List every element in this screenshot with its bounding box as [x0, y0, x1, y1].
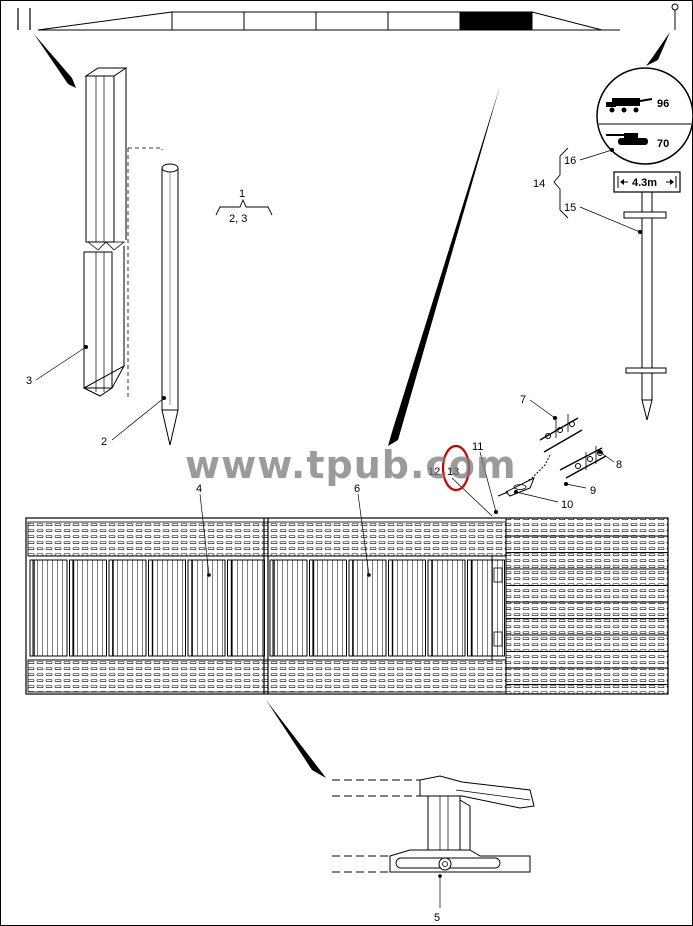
callout-9: 9: [590, 485, 596, 497]
deck-panel: [427, 559, 466, 657]
assembly-bracket-1: [215, 198, 273, 216]
deck-panel: [29, 559, 68, 657]
post-part-3: [82, 67, 128, 397]
callout-12: 12: [428, 466, 440, 478]
callout-2: 2: [101, 436, 107, 448]
sign-marker-icon: [671, 3, 679, 11]
deck-panel: [467, 559, 505, 657]
watermark: www.tpub.com: [185, 443, 517, 487]
deck-panel: [348, 559, 387, 657]
deck-panel: [227, 559, 265, 657]
hardware-cluster: [494, 414, 607, 514]
callout-1: 1: [239, 188, 245, 200]
overview-strip: [17, 3, 679, 31]
sign-width-label: 4.3m: [632, 177, 657, 189]
callout-5: 5: [434, 912, 440, 924]
end-ribs: [506, 535, 668, 685]
center-panels: [29, 559, 505, 657]
callout-7: 7: [520, 394, 526, 406]
callout-14: 14: [533, 178, 545, 190]
sign-assembly: [596, 67, 693, 421]
roadway-panel-assembly: [25, 517, 669, 695]
stake-part-2: [161, 163, 179, 446]
deck-panel: [148, 559, 186, 657]
sign-class-lower: 70: [657, 138, 669, 150]
sign-class-upper: 96: [657, 98, 669, 110]
deck-panel: [269, 559, 308, 657]
callout-2-3: 2, 3: [229, 213, 247, 225]
connector-detail-5: [332, 775, 535, 908]
highlighted-section: [459, 11, 533, 31]
leader-arrow-detail: [266, 700, 326, 778]
deck-panel: [187, 559, 226, 657]
deck-panel: [69, 559, 107, 657]
callout-15: 15: [564, 202, 576, 214]
callout-11: 11: [472, 441, 483, 453]
callout-6: 6: [354, 483, 360, 495]
callout-10: 10: [561, 499, 573, 511]
callout-4: 4: [196, 483, 202, 495]
bracket-14: [553, 147, 569, 219]
deck-panel: [309, 559, 347, 657]
leader-arrow-right: [646, 32, 670, 66]
callout-8: 8: [616, 459, 622, 471]
leader-arrow-center: [388, 86, 500, 446]
callout-16: 16: [564, 155, 576, 167]
deck-panel: [388, 559, 426, 657]
callout-13: 13: [447, 466, 459, 478]
leader-arrow-left: [34, 34, 76, 88]
highlight-circle: [441, 444, 471, 492]
callout-3: 3: [26, 375, 32, 387]
deck-panel: [108, 559, 147, 657]
